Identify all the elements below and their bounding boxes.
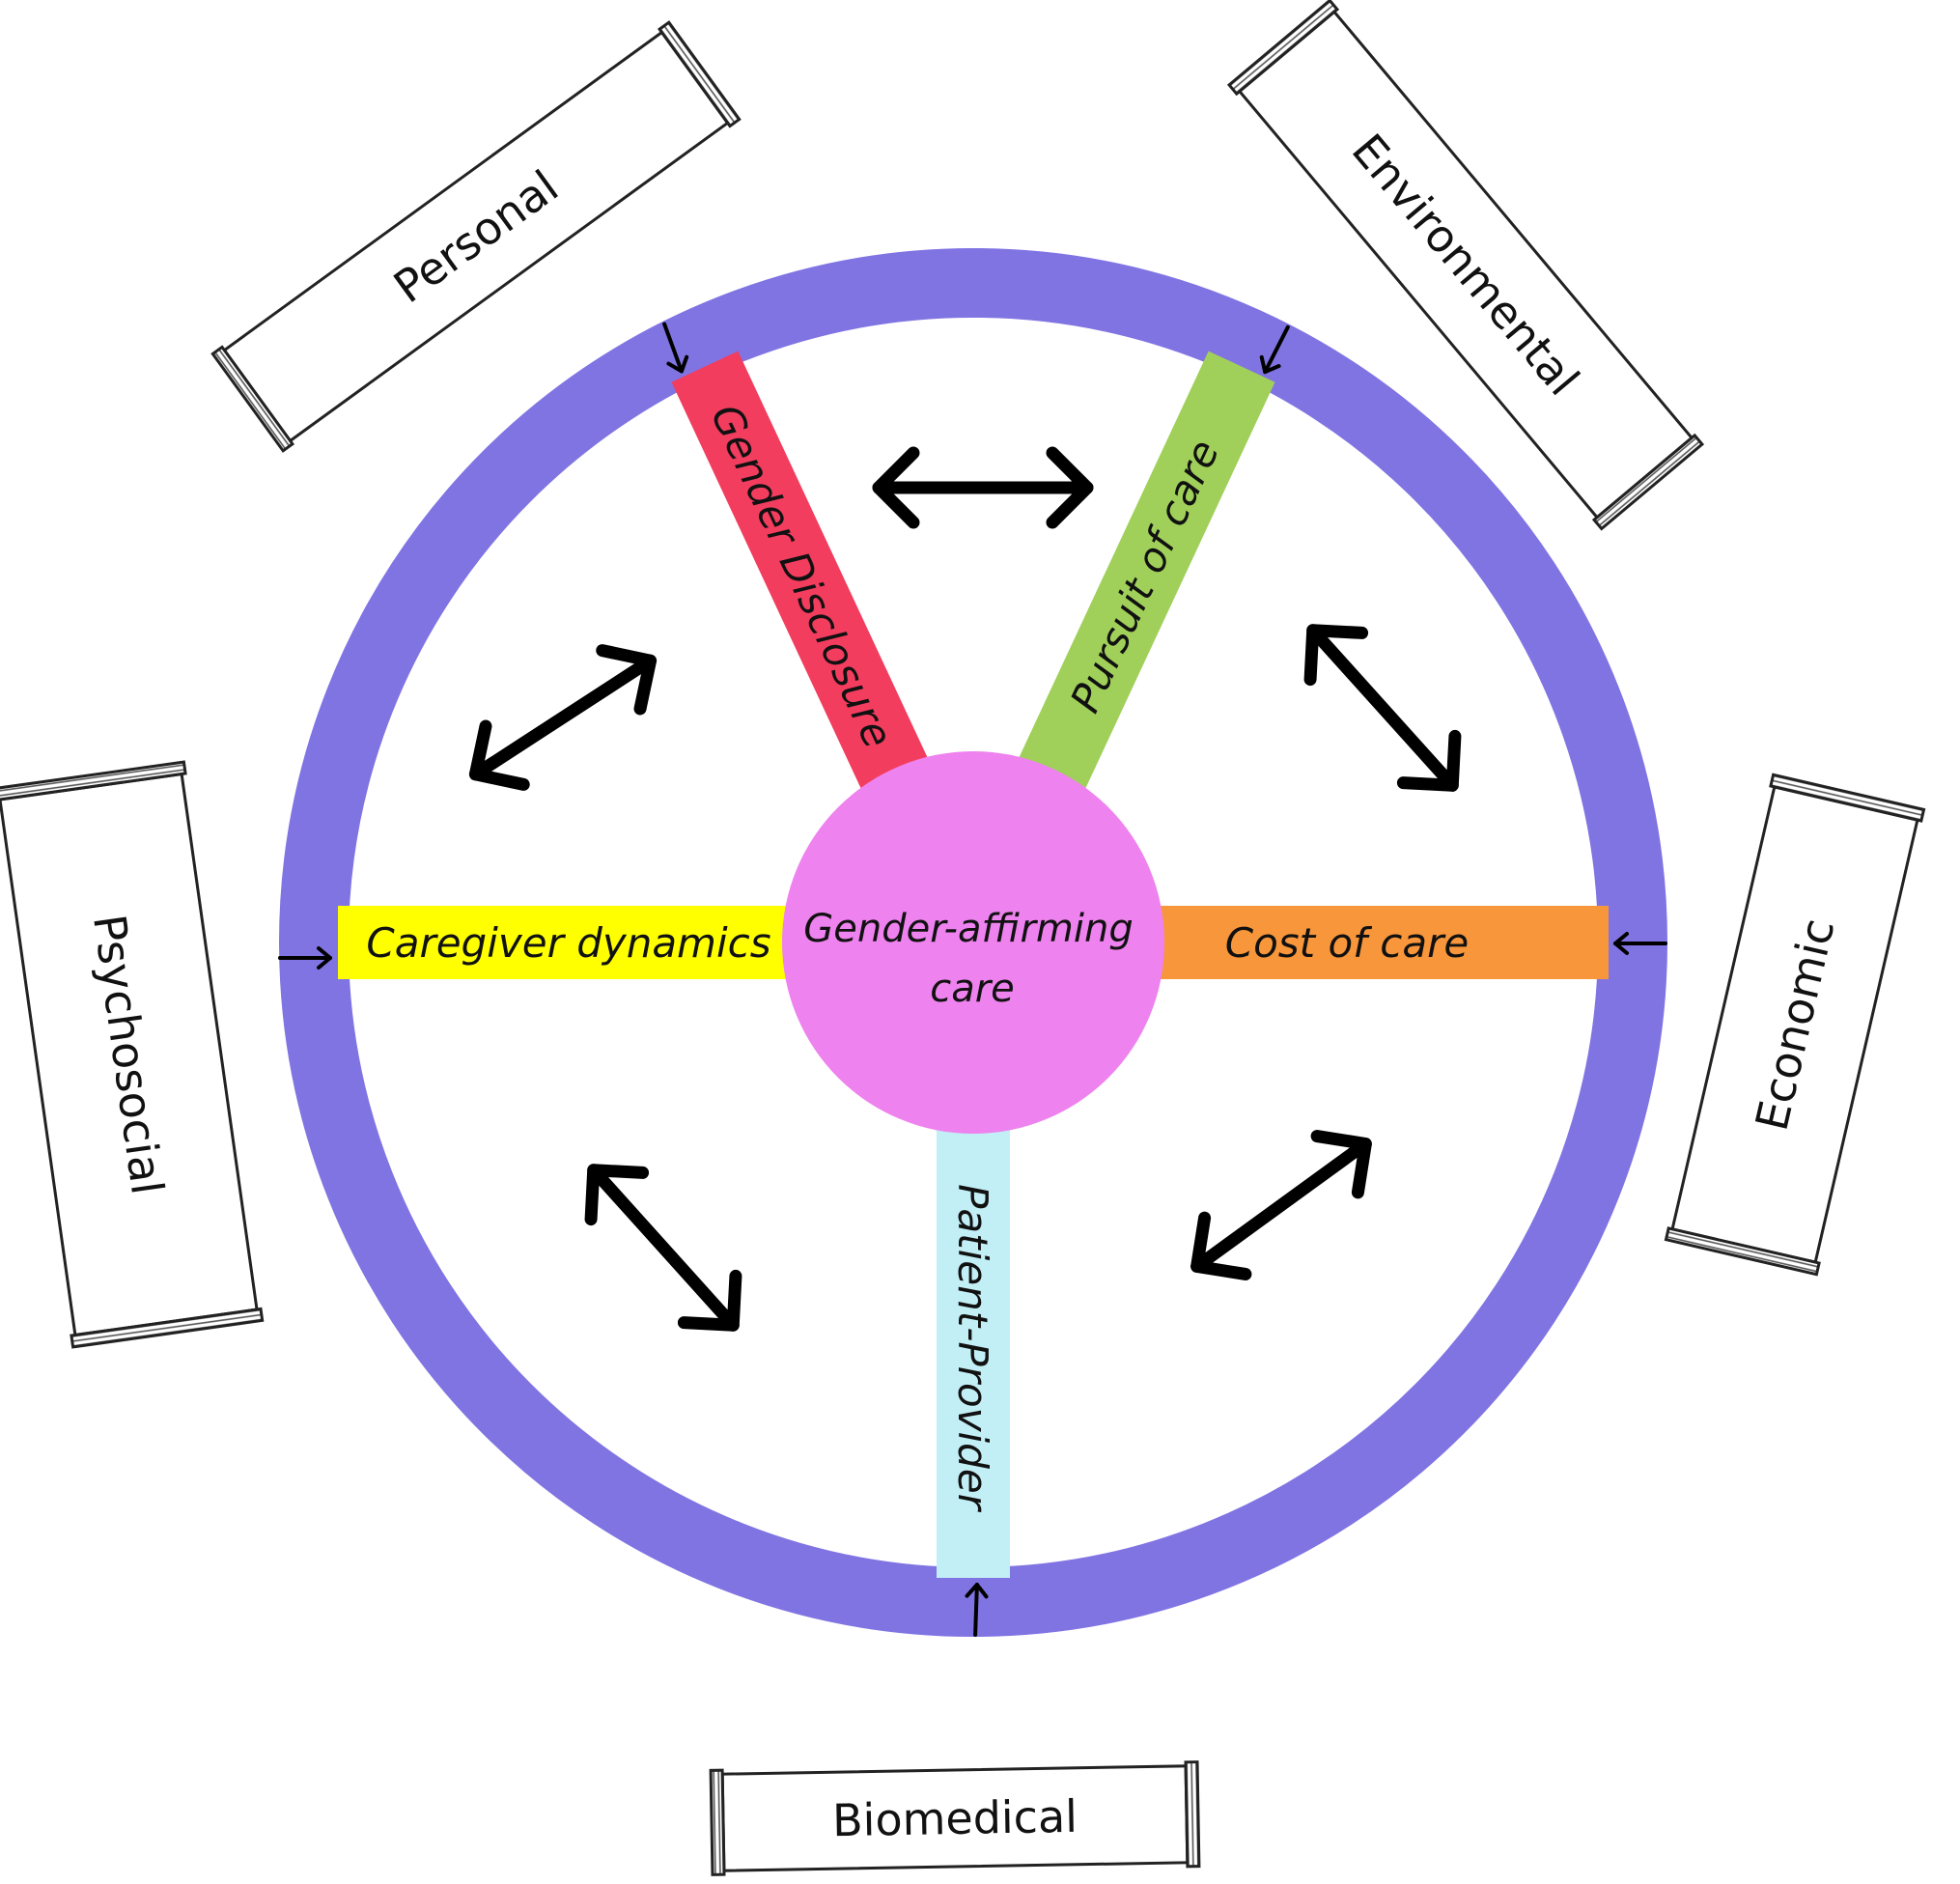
spoke-bar: [937, 1116, 1010, 1578]
double-arrow-lower-right: [1190, 1130, 1372, 1280]
banner-environmental: Environmental: [1226, 0, 1705, 531]
spoke-patient-provider: Patient-Provider: [937, 1116, 1010, 1578]
spoke-bar: [1013, 351, 1275, 801]
banner-roll: [709, 1768, 726, 1876]
banner-roll: [1226, 0, 1340, 97]
spoke-label: Pursuit of care: [1061, 433, 1228, 719]
banner-roll: [0, 760, 187, 802]
spoke-label: Cost of care: [1225, 919, 1470, 967]
spoke-pursuit-of-care: Pursuit of care: [1013, 351, 1275, 801]
banner-psychosocial: Psychosocial: [0, 760, 265, 1349]
incoming-arrow-biomedical: [965, 1583, 989, 1637]
center-label-line2: care: [930, 967, 1015, 1011]
incoming-arrow-psychosocial: [278, 946, 332, 970]
double-arrow-upper-left: [468, 644, 658, 791]
banner-roll: [1769, 773, 1926, 823]
spoke-bar: [1147, 906, 1609, 979]
banner-roll: [1184, 1760, 1201, 1869]
banner-roll: [1664, 1226, 1821, 1277]
incoming-arrow-economic: [1613, 932, 1667, 955]
banner-roll: [210, 345, 295, 453]
center-hub: [782, 751, 1164, 1134]
double-arrow-lower-left: [584, 1164, 742, 1332]
spoke-label: Caregiver dynamics: [366, 919, 770, 967]
spoke-cost-of-care: Cost of care: [1147, 906, 1609, 979]
banner-roll: [1591, 433, 1705, 531]
spoke-gender-disclosure: Gender Disclosure: [671, 351, 934, 801]
spoke-label: Patient-Provider: [949, 1184, 996, 1513]
incoming-arrow-personal: [662, 322, 689, 374]
double-arrow-upper-right: [1303, 624, 1462, 792]
incoming-arrow-environmental: [1259, 324, 1290, 375]
center-label-line1: Gender-affirming: [803, 907, 1133, 951]
spoke-bar: [338, 906, 799, 979]
spoke-caregiver-dynamics: Caregiver dynamics: [338, 906, 799, 979]
double-arrow-top: [872, 446, 1094, 529]
banner-label: Biomedical: [832, 1790, 1078, 1846]
banner-economic: Economic: [1664, 773, 1926, 1277]
spoke-bar: [671, 351, 934, 801]
banner-biomedical: Biomedical: [709, 1760, 1201, 1876]
banner-roll: [70, 1307, 265, 1349]
spoke-label: Gender Disclosure: [702, 397, 903, 755]
banner-roll: [657, 20, 742, 128]
